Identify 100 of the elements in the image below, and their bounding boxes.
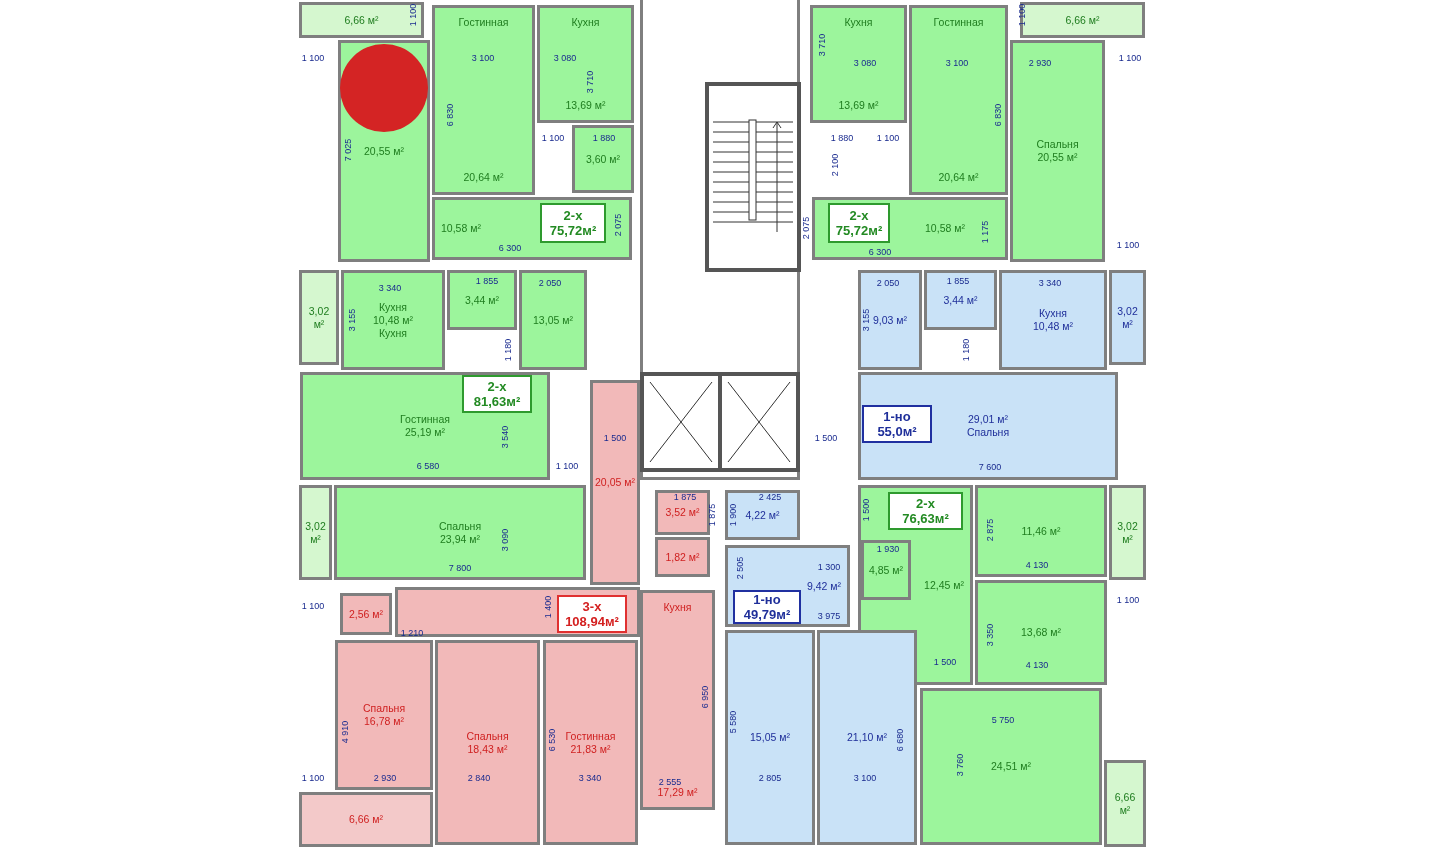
room-label: 25,19 м² [405, 426, 445, 439]
dimension-label: 1 880 [592, 133, 616, 143]
room-label: 9,03 м² [872, 313, 908, 327]
dimension-label: 1 180 [503, 338, 513, 362]
marker-dot [340, 44, 428, 132]
dimension-label: 3 090 [500, 528, 510, 552]
dimension-label: 6 830 [445, 103, 455, 127]
room-label: 18,43 м² [467, 742, 508, 756]
room [858, 270, 922, 370]
room-label: 20,55 м² [1037, 151, 1078, 164]
dimension-label: 2 505 [735, 556, 745, 580]
room-label: 1,82 м² [665, 550, 700, 564]
room-label: 6,66 м² [1065, 13, 1100, 27]
room-label: 9,42 м² [806, 579, 841, 593]
room-label: 21,10 м² [847, 731, 887, 744]
dimension-label: 1 100 [1116, 240, 1140, 250]
room-label: Гостинная [458, 16, 509, 29]
room-label: 3,02 м² [1116, 519, 1139, 546]
room-label: 3,02 м² [307, 304, 331, 331]
dimension-label: 4 910 [340, 720, 350, 744]
area-badge [462, 375, 532, 413]
dimension-label: 1 180 [961, 338, 971, 362]
room-label: 6,66 м² [1113, 790, 1137, 817]
room [432, 5, 535, 195]
room-label: 6,66 м² [348, 813, 384, 826]
room [1010, 40, 1105, 262]
room [1109, 270, 1146, 365]
room [338, 40, 430, 262]
room [640, 590, 715, 810]
dimension-label: 1 875 [707, 503, 717, 527]
room-label: Кухня [844, 16, 873, 29]
dimension-label: 3 155 [861, 308, 871, 332]
room [519, 270, 587, 370]
dimension-label: 3 710 [585, 70, 595, 94]
dimension-label: 1 100 [408, 3, 418, 27]
apartment-area: 55,0м² [877, 424, 917, 439]
room [340, 593, 392, 635]
room-label: Гостинная [565, 729, 616, 743]
area-badge [733, 590, 801, 624]
dimension-label: 1 855 [946, 276, 970, 286]
dimension-label: 6 530 [547, 728, 557, 752]
dimension-label: 3 340 [1038, 278, 1062, 288]
dimension-label: 2 050 [876, 278, 900, 288]
dimension-label: 3 340 [378, 283, 402, 293]
room [334, 485, 586, 580]
room-label: 20,64 м² [938, 171, 979, 184]
dimension-label: 6 950 [700, 685, 710, 709]
room-label: 3,02 м² [304, 519, 327, 546]
dimension-label: 1 930 [876, 544, 900, 554]
room-label: 24,51 м² [991, 760, 1031, 773]
dimension-label: 5 750 [991, 715, 1015, 725]
dimension-label: 2 875 [985, 518, 995, 542]
dimension-label: 1 500 [933, 657, 957, 667]
room-label: 10,48 м² [1033, 320, 1073, 333]
room-label: 15,05 м² [750, 731, 790, 744]
apartment-area: 75,72м² [549, 223, 597, 238]
room [537, 5, 634, 123]
dimension-label: 1 100 [541, 133, 565, 143]
dimension-label: 3 080 [553, 53, 577, 63]
room [861, 540, 911, 600]
room-label: Спальня [438, 519, 482, 533]
room-label: Спальня [1036, 138, 1079, 151]
room [924, 270, 997, 330]
dimension-label: 3 975 [817, 611, 841, 621]
room [655, 490, 710, 535]
room [812, 197, 1008, 260]
room-label: 3,02 м² [1116, 304, 1139, 331]
room [975, 580, 1107, 685]
dimension-label: 6 680 [895, 728, 905, 752]
room-label: 6,66 м² [344, 13, 379, 27]
room [572, 125, 634, 193]
room-label: 10,58 м² [441, 222, 481, 235]
dimension-label: 2 555 [658, 777, 682, 787]
dimension-label: 1 880 [830, 133, 854, 143]
room [999, 270, 1107, 370]
room-label: 13,05 м² [533, 313, 573, 327]
room-label: 4,85 м² [868, 563, 904, 577]
area-badge [540, 203, 606, 243]
room-label: Спальня [362, 702, 406, 715]
room-label: Спальня [466, 729, 509, 743]
apartment-area: 108,94м² [565, 614, 619, 629]
dimension-label: 1 100 [301, 601, 325, 611]
dimension-label: 3 155 [347, 308, 357, 332]
dimension-label: 2 075 [613, 213, 623, 237]
dimension-label: 2 425 [758, 492, 782, 502]
room [920, 688, 1102, 845]
dimension-label: 1 875 [673, 492, 697, 502]
balcony [299, 2, 424, 38]
dimension-label: 6 300 [868, 247, 892, 257]
apartment-area: 49,79м² [743, 607, 791, 622]
dimension-label: 1 100 [1118, 53, 1142, 63]
room-label: 10,58 м² [925, 222, 965, 235]
dimension-label: 3 100 [853, 773, 877, 783]
dimension-label: 4 130 [1025, 560, 1049, 570]
apartment-type: 2-х [487, 379, 507, 394]
dimension-label: 1 500 [814, 433, 838, 443]
room-label: 4,22 м² [745, 508, 780, 522]
room [817, 630, 917, 845]
dimension-label: 7 800 [448, 563, 472, 573]
dimension-label: 1 300 [817, 562, 841, 572]
